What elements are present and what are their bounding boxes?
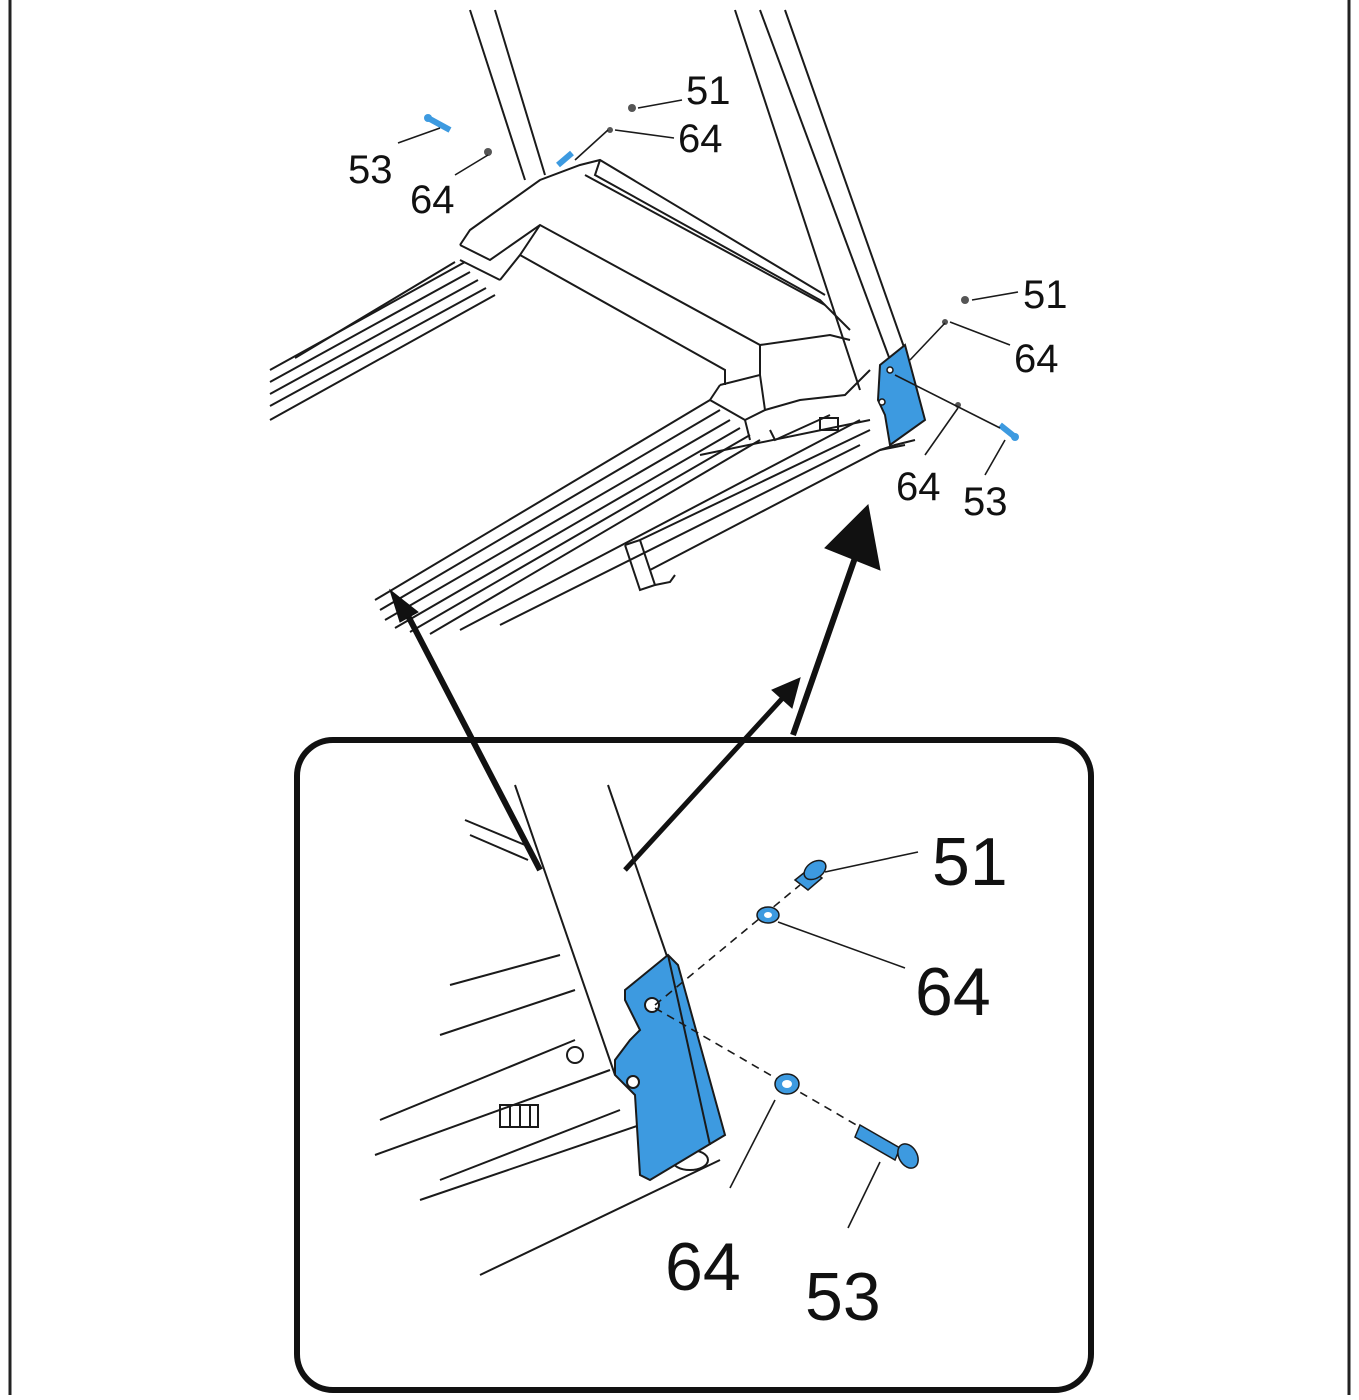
arrow-head-thin [771,677,801,709]
callout-64-right-bottom: 64 [896,465,941,509]
right-handrail [374,399,761,635]
left-upright [469,9,546,181]
assembly-axes [654,884,866,1131]
callout-64-left: 64 [410,178,455,222]
arrow-thin [623,688,792,872]
detail-bracket [614,953,727,1182]
detail-inset-frame [294,737,1094,1393]
callout-53: 53 [805,1259,881,1335]
detail-labels: 51 64 64 53 [665,824,1008,1335]
treadmill-overview [269,9,916,635]
arrow-head-bracket [824,503,881,571]
pointer-arrows [389,503,881,872]
bolt-51-left [628,104,636,112]
bolt-53-left [424,114,452,133]
washer-64-left [484,148,492,156]
detail-leaders [729,851,919,1229]
bolt-53-left-upper [556,150,574,168]
callout-64-bottom: 64 [665,1229,741,1305]
callout-51-right: 51 [1023,273,1068,317]
left-handrail [269,261,496,421]
callout-51-left: 51 [686,69,731,113]
arrow-head-left-rail [389,588,419,623]
bolt-53-right [998,422,1019,441]
callout-53-left: 53 [348,148,393,192]
detail-hardware [756,859,919,1169]
overview-labels: 51 64 53 64 51 64 64 53 [348,69,1068,524]
detail-structure [374,784,721,1276]
right-upright [734,9,906,391]
arrow-to-bracket [790,554,859,736]
callout-64-top: 64 [915,954,991,1030]
callout-64-right-top: 64 [1014,337,1059,381]
overview-hardware [424,104,1019,441]
bolt-53 [854,1123,919,1169]
outer-frame [8,0,1351,1395]
overview-leaders [397,99,1019,476]
callout-53-right: 53 [963,480,1008,524]
callout-51: 51 [932,824,1008,900]
bolt-51 [793,859,827,891]
console-frame [459,158,871,441]
overview-bracket-right [876,343,927,447]
washer-64-left-top [607,127,613,133]
treadmill-deck [459,414,916,631]
callout-64-left-top: 64 [678,117,723,161]
bolt-51-right [961,296,969,304]
